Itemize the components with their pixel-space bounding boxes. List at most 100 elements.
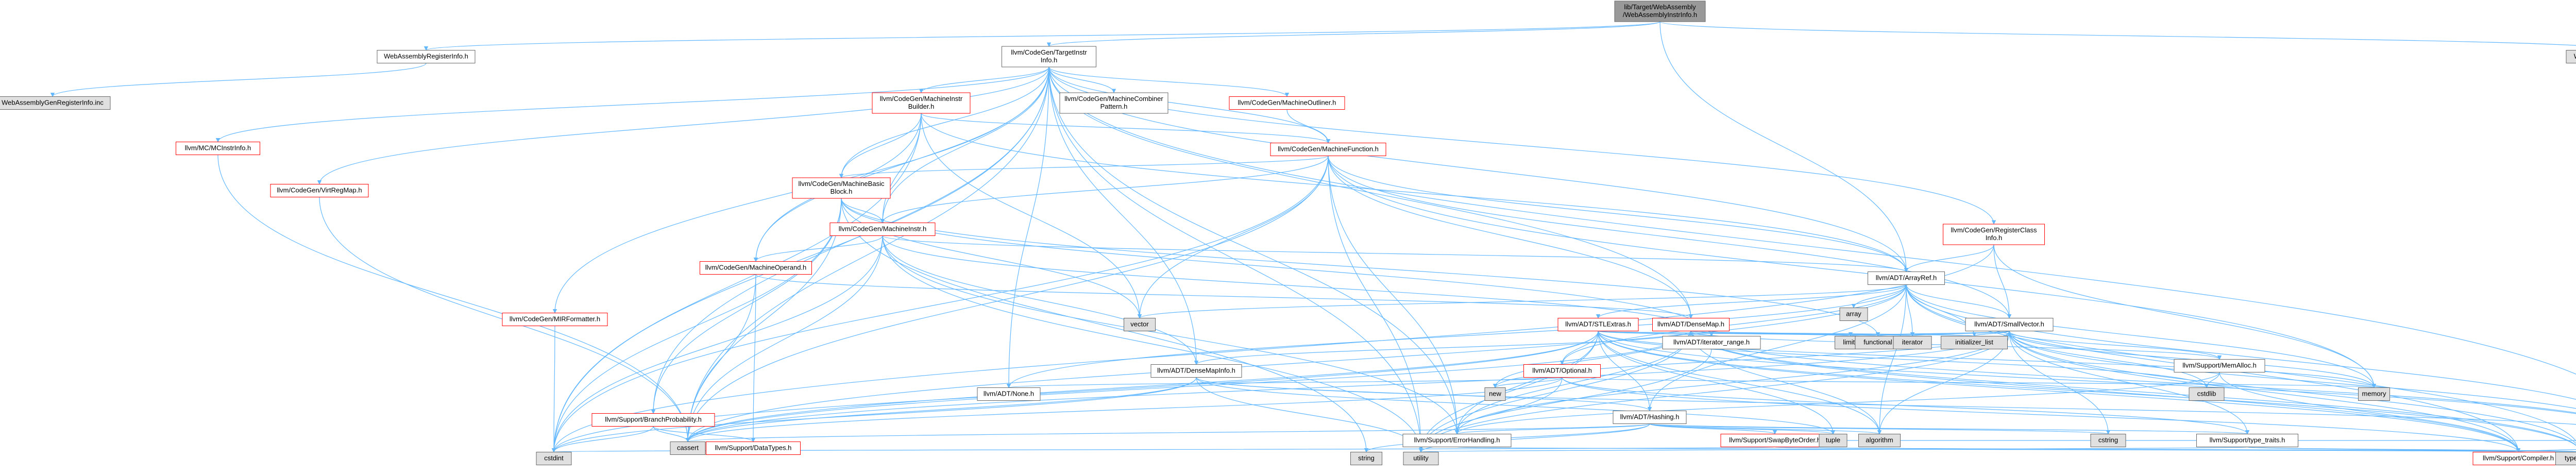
node-mop[interactable]: llvm/CodeGen/MachineOperand.h bbox=[700, 261, 812, 275]
node-box bbox=[502, 313, 608, 326]
edge-stlextras-to-cassert bbox=[685, 331, 1599, 443]
node-limits[interactable]: limits bbox=[1835, 336, 1867, 349]
node-iterator[interactable]: iterator bbox=[1893, 336, 1932, 349]
node-cassert[interactable]: cassert bbox=[670, 442, 706, 455]
edge-mbb-to-cstdint bbox=[551, 198, 842, 453]
node-label: llvm/ADT/None.h bbox=[984, 390, 1034, 398]
node-mcinstrinfo[interactable]: llvm/MC/MCInstrInfo.h bbox=[176, 142, 260, 155]
node-new[interactable]: new bbox=[1484, 387, 1506, 401]
edge-smallvector-to-cstdlib bbox=[2009, 331, 2209, 388]
node-densemapinfo[interactable]: llvm/ADT/DenseMapInfo.h bbox=[1150, 364, 1242, 378]
node-box bbox=[377, 50, 476, 63]
node-box bbox=[1858, 434, 1901, 447]
edge-hashing-to-cassert bbox=[686, 423, 1650, 443]
node-box bbox=[2090, 434, 2126, 447]
edge-smallvector-to-cassert bbox=[685, 331, 2010, 443]
node-label: memory bbox=[2362, 390, 2386, 398]
node-swapbyte[interactable]: llvm/Support/SwapByteOrder.h bbox=[1720, 434, 1829, 447]
edge-tii-to-rci bbox=[1048, 66, 1996, 225]
node-label: new bbox=[1489, 390, 1501, 398]
node-functional[interactable]: functional bbox=[1855, 336, 1901, 349]
edge-tii-to-mo_outliner bbox=[1048, 66, 1290, 97]
edge-mi-to-utility bbox=[882, 235, 1423, 453]
node-typetraits[interactable]: type_traits bbox=[2555, 452, 2576, 465]
node-label: llvm/Support/Compiler.h bbox=[2483, 454, 2554, 462]
node-typetraits_llvm[interactable]: llvm/Support/type_traits.h bbox=[2196, 434, 2298, 447]
node-optional[interactable]: llvm/ADT/Optional.h bbox=[1523, 364, 1601, 378]
node-label: WebAssemblyRegisterInfo.h bbox=[384, 53, 468, 60]
node-arrayref[interactable]: llvm/ADT/ArrayRef.h bbox=[1868, 272, 1945, 285]
node-mi[interactable]: llvm/CodeGen/MachineInstr.h bbox=[829, 223, 936, 236]
edge-rci-to-arrayref bbox=[1904, 244, 1994, 273]
edge-mop-to-cassert bbox=[685, 274, 756, 443]
node-cstring[interactable]: cstring bbox=[2090, 434, 2126, 447]
node-wareginfo[interactable]: WebAssemblyRegisterInfo.h bbox=[377, 50, 476, 63]
node-mo_outliner[interactable]: llvm/CodeGen/MachineOutliner.h bbox=[1229, 96, 1345, 110]
node-label: llvm/Support/ErrorHandling.h bbox=[1414, 436, 1500, 444]
node-box bbox=[1523, 364, 1601, 378]
node-stlextras[interactable]: llvm/ADT/STLExtras.h bbox=[1557, 318, 1639, 331]
node-cstdint[interactable]: cstdint bbox=[536, 452, 572, 465]
node-densemap[interactable]: llvm/ADT/DenseMap.h bbox=[1652, 318, 1730, 331]
edge-smallvector-to-memalloc bbox=[2009, 331, 2222, 360]
node-compiler[interactable]: llvm/Support/Compiler.h bbox=[2472, 452, 2564, 465]
node-vrm[interactable]: llvm/CodeGen/VirtRegMap.h bbox=[270, 184, 369, 197]
node-cstdlib[interactable]: cstdlib bbox=[2189, 387, 2225, 401]
node-label: llvm/CodeGen/MachineFunction.h bbox=[1278, 145, 1379, 153]
node-branchprob[interactable]: llvm/Support/BranchProbability.h bbox=[591, 413, 715, 427]
edge-mirfmt-to-cstdint bbox=[551, 326, 556, 453]
node-label: WebAssemblyGenRegisterInfo.inc bbox=[2, 99, 104, 107]
edge-densemapinfo-to-cstdint bbox=[551, 377, 1197, 453]
node-wageninstr[interactable]: WebAssemblyGenInstrInfo.inc bbox=[2566, 50, 2576, 63]
node-box bbox=[2189, 387, 2225, 401]
node-label: string bbox=[1358, 454, 1375, 462]
node-initlist[interactable]: initializer_list bbox=[1941, 336, 2008, 349]
edge-hashing-to-errhandling bbox=[1455, 423, 1650, 435]
node-wagenreg[interactable]: WebAssemblyGenRegisterInfo.inc bbox=[0, 96, 111, 110]
node-root[interactable]: lib/Target/WebAssembly/WebAssemblyInstrI… bbox=[1614, 1, 1706, 22]
node-box bbox=[1484, 387, 1506, 401]
node-array[interactable]: array bbox=[1839, 308, 1868, 321]
node-string[interactable]: string bbox=[1350, 452, 1382, 465]
edge-optional-to-cassert bbox=[686, 377, 1563, 443]
node-label: Info.h bbox=[1041, 56, 1058, 64]
node-mf[interactable]: llvm/CodeGen/MachineFunction.h bbox=[1270, 143, 1386, 156]
edge-mcinstrinfo-to-cassert bbox=[217, 155, 690, 443]
node-tuple[interactable]: tuple bbox=[1819, 434, 1848, 447]
edge-mi-to-cassert bbox=[685, 235, 883, 443]
node-mirfmt[interactable]: llvm/CodeGen/MIRFormatter.h bbox=[502, 313, 608, 326]
edge-branchprob-to-datatypes bbox=[653, 426, 756, 443]
edge-branchprob-to-cassert bbox=[653, 426, 690, 443]
node-hashing[interactable]: llvm/ADT/Hashing.h bbox=[1613, 411, 1687, 424]
node-smallvector[interactable]: llvm/ADT/SmallVector.h bbox=[1965, 318, 2054, 331]
node-datatypes[interactable]: llvm/Support/DataTypes.h bbox=[706, 442, 801, 455]
node-utility[interactable]: utility bbox=[1403, 452, 1439, 465]
node-box bbox=[2174, 359, 2265, 372]
node-algorithm[interactable]: algorithm bbox=[1858, 434, 1901, 447]
edge-densemap-to-compiler bbox=[1690, 331, 2521, 453]
node-none[interactable]: llvm/ADT/None.h bbox=[977, 387, 1041, 401]
node-vector[interactable]: vector bbox=[1124, 318, 1156, 331]
edge-memalloc-to-cstdlib bbox=[2204, 372, 2220, 388]
edge-arrayref-to-initlist bbox=[1906, 284, 1977, 337]
node-iterrange[interactable]: llvm/ADT/iterator_range.h bbox=[1662, 336, 1761, 349]
edge-wareginfo-to-wagenreg bbox=[50, 62, 427, 97]
edge-tii-to-vrm bbox=[317, 66, 1049, 185]
edge-mib-to-mi bbox=[880, 113, 922, 224]
edge-stlextras-to-iterrange bbox=[1598, 330, 1714, 337]
node-box bbox=[1270, 143, 1386, 156]
edge-stlextras-to-cstddef bbox=[1598, 331, 2576, 414]
node-box bbox=[1002, 46, 1096, 67]
edges-layer bbox=[50, 21, 2576, 453]
edge-arrayref-to-memory bbox=[1906, 284, 2377, 388]
node-memalloc[interactable]: llvm/Support/MemAlloc.h bbox=[2174, 359, 2265, 372]
edge-smallvector-to-typetraits_llvm bbox=[2009, 331, 2250, 435]
node-memory[interactable]: memory bbox=[2358, 387, 2390, 401]
node-box bbox=[829, 223, 936, 236]
node-errhandling[interactable]: llvm/Support/ErrorHandling.h bbox=[1402, 434, 1512, 447]
